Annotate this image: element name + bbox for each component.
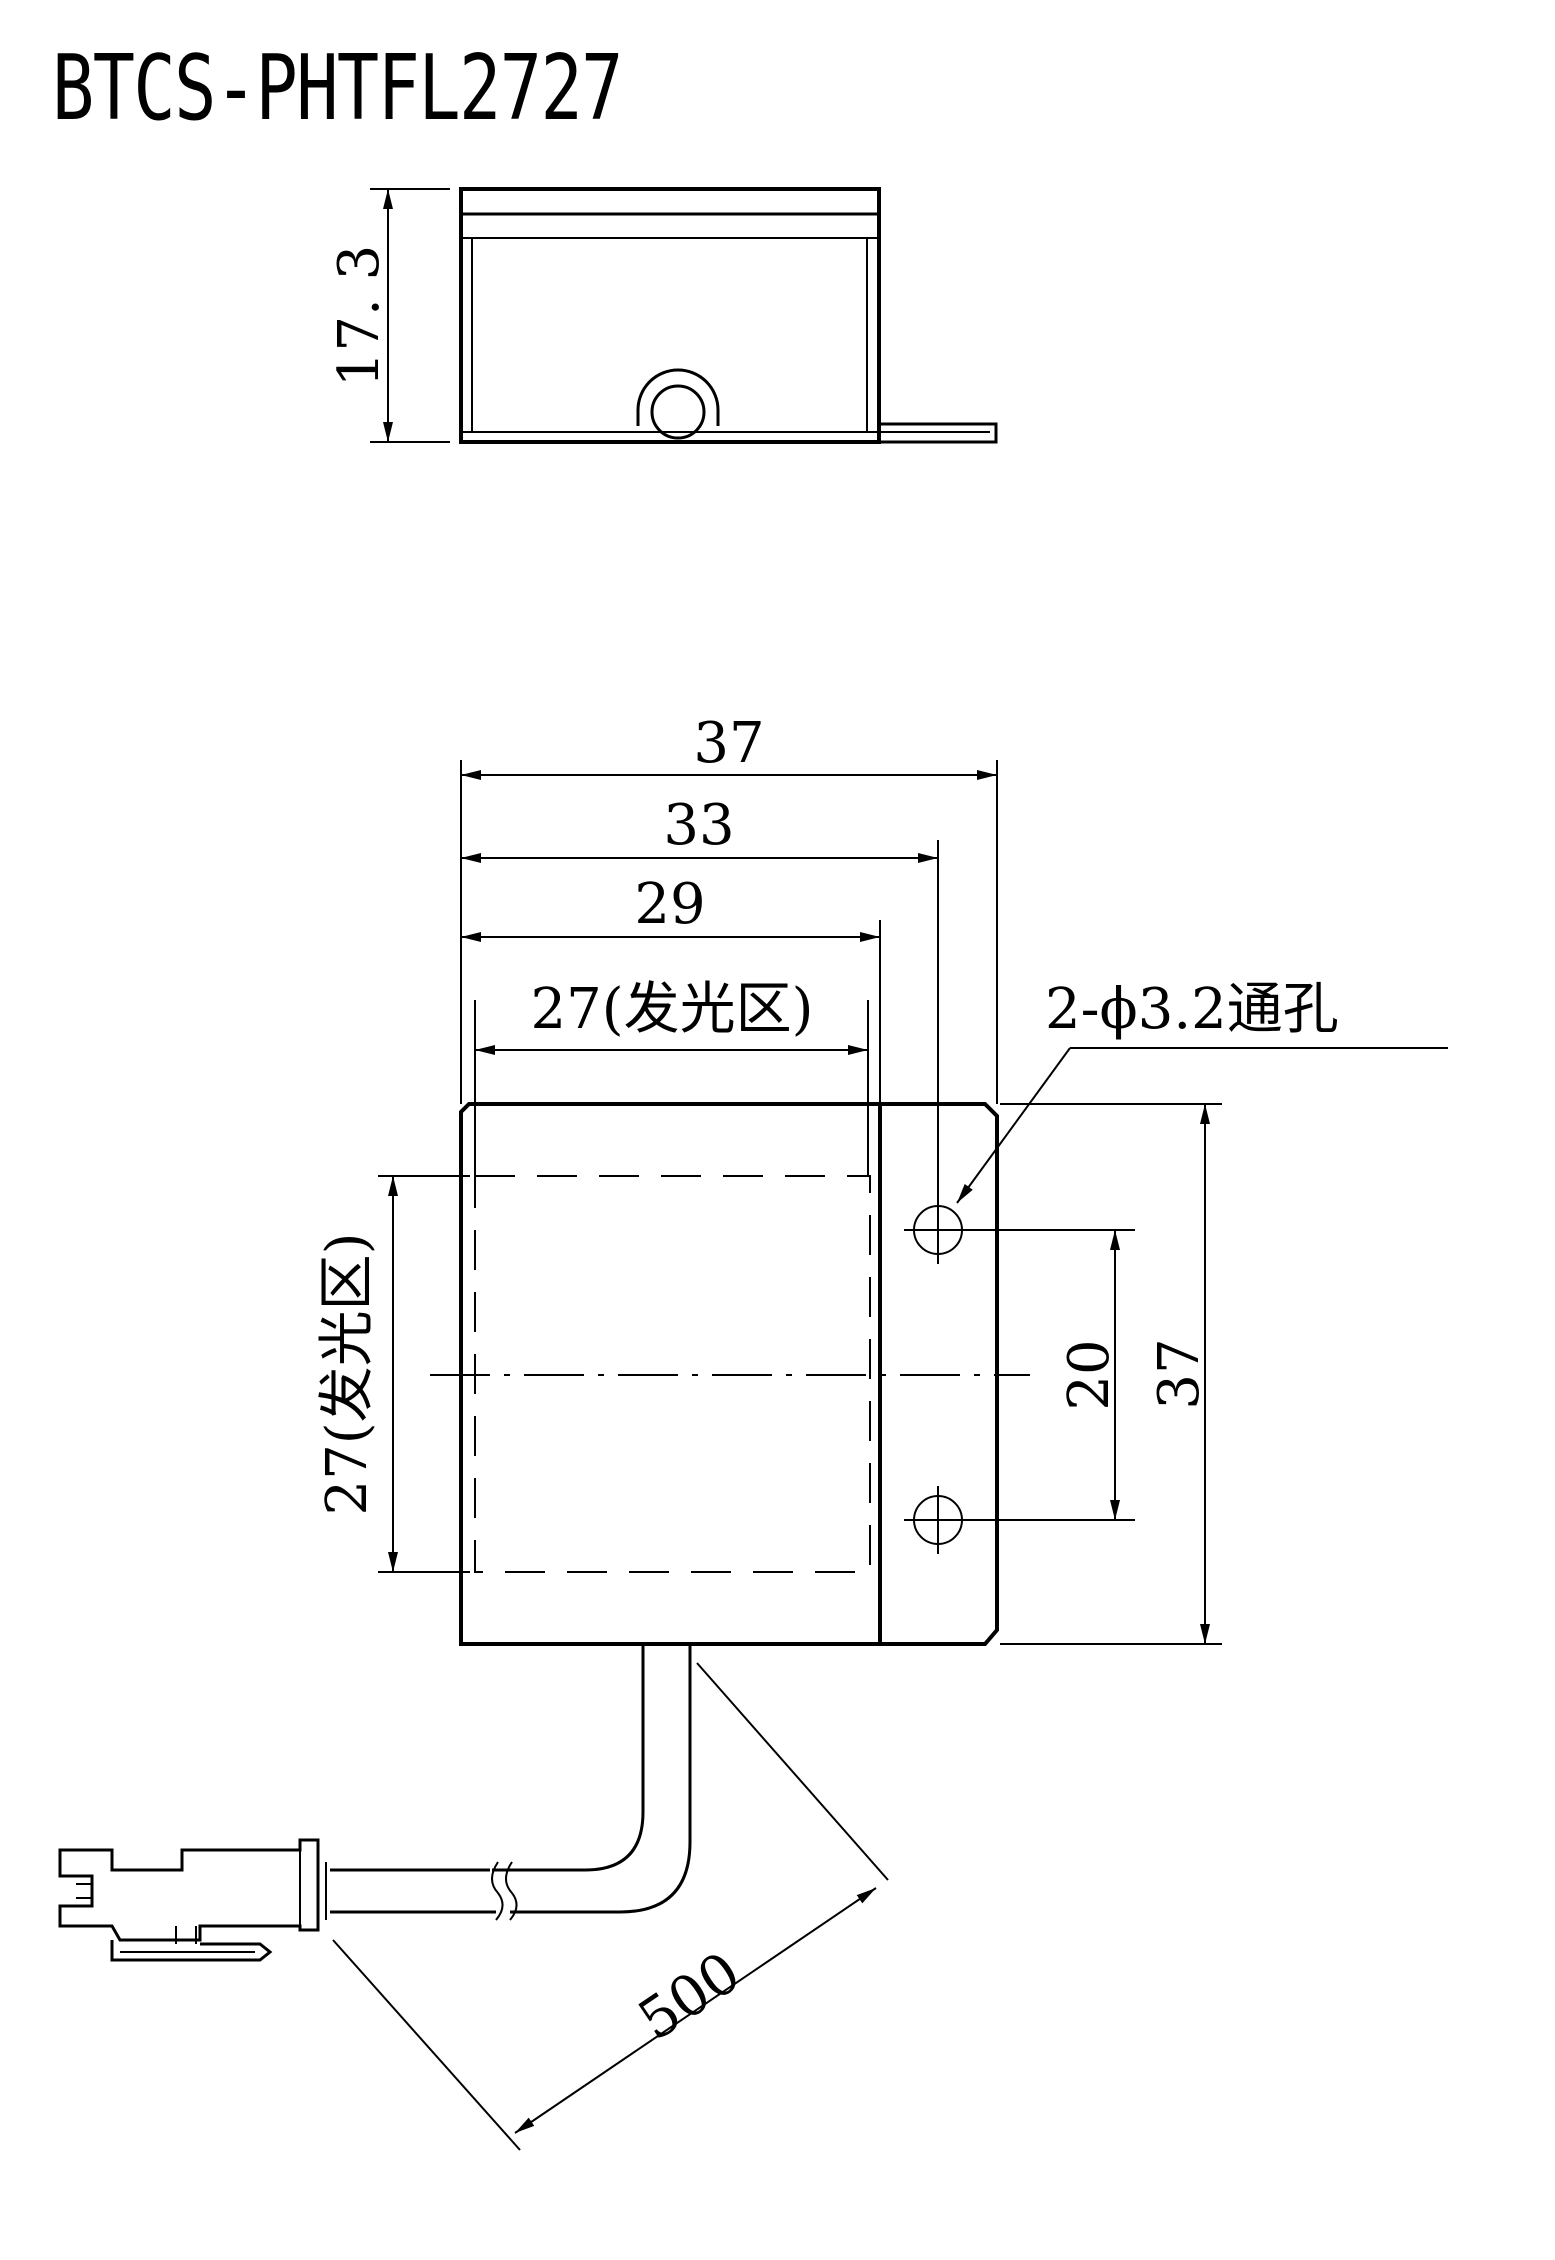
dim-width-overall: 37 [693, 711, 764, 776]
side-view [370, 187, 998, 444]
dim-emit-height: 27(发光区) [315, 1233, 380, 1516]
front-view [378, 760, 1448, 1646]
connector-icon [58, 1838, 327, 1962]
cable-assembly [58, 1644, 889, 2151]
dim-width-hole: 33 [663, 793, 734, 858]
dim-cable-length: 500 [627, 1940, 752, 2054]
dim-width-body: 29 [634, 872, 705, 937]
dim-hole-spacing: 20 [1057, 1339, 1122, 1410]
cable-grommet-icon [650, 384, 706, 440]
drawing-title: BTCS-PHTFL2727 [52, 36, 623, 141]
callout-holes: 2-ϕ3.2通孔 [1045, 977, 1339, 1042]
dim-height-overall: 37 [1147, 1338, 1212, 1409]
dim-emit-width: 27(发光区) [531, 977, 814, 1042]
dim-side-height: 17. 3 [327, 245, 392, 388]
